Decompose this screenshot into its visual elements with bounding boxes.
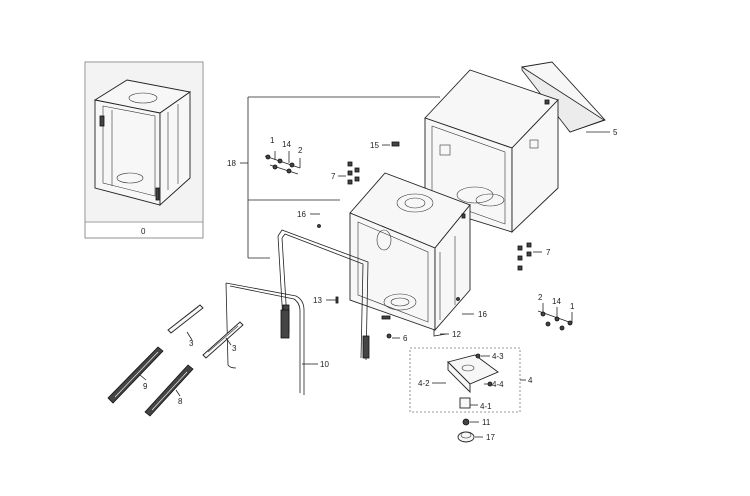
part-17: [457, 431, 483, 443]
label-1-right: 1: [570, 302, 575, 311]
label-7-left: 7: [331, 172, 336, 181]
label-18: 18: [227, 159, 236, 168]
label-12: 12: [452, 330, 461, 339]
leader-3b: [225, 337, 232, 346]
hinge-left: [280, 309, 290, 339]
part-12: [433, 330, 449, 337]
label-3-upper: 3: [189, 339, 194, 348]
label-4-3: 4-3: [492, 352, 504, 361]
rail-9: [107, 346, 164, 404]
label-3-lower: 3: [232, 344, 237, 353]
sump-assembly-4-box: [409, 347, 526, 413]
rail-3-lower: [202, 321, 244, 359]
label-11: 11: [482, 418, 491, 427]
group-bracket-18: [240, 96, 440, 259]
part-6: [386, 333, 400, 339]
clips-7-left: [338, 161, 360, 185]
label-2-right: 2: [538, 293, 543, 302]
rail-3-upper: [167, 304, 204, 334]
label-1-top: 1: [270, 136, 275, 145]
main-tub: [349, 172, 471, 332]
label-6: 6: [403, 334, 408, 343]
label-7-right: 7: [546, 248, 551, 257]
sump-assembly-4-parts: [432, 353, 499, 409]
label-16-top: 16: [297, 210, 306, 219]
part-16-right: [456, 297, 474, 315]
label-15: 15: [370, 141, 379, 150]
label-14-right: 14: [552, 297, 561, 306]
side-panel-5: [521, 61, 610, 133]
label-14-top: 14: [282, 140, 291, 149]
leader-3a: [186, 331, 193, 341]
label-17: 17: [486, 433, 495, 442]
label-4: 4: [528, 376, 533, 385]
label-2-top: 2: [298, 146, 303, 155]
part-13: [326, 296, 339, 304]
leader-8: [175, 389, 181, 397]
label-9: 9: [143, 382, 148, 391]
label-4-1: 4-1: [480, 402, 492, 411]
part-16-top: [310, 213, 321, 228]
label-4-2: 4-2: [418, 379, 430, 388]
clips-7-right: [517, 242, 542, 271]
label-5: 5: [613, 128, 618, 137]
label-10: 10: [320, 360, 329, 369]
label-8: 8: [178, 397, 183, 406]
label-13: 13: [313, 296, 322, 305]
label-0: 0: [141, 227, 146, 236]
rail-8: [144, 364, 194, 417]
door-gasket-10: [225, 282, 318, 395]
part-15: [382, 141, 400, 147]
inset-tub-drawing: [93, 79, 192, 207]
screw-group-right: [537, 303, 573, 331]
part-11: [462, 418, 479, 426]
label-16-right: 16: [478, 310, 487, 319]
leader-9: [139, 374, 147, 381]
screw-group-top: [264, 151, 301, 175]
outer-tub-shell: [424, 69, 559, 234]
label-4-4: 4-4: [492, 380, 504, 389]
